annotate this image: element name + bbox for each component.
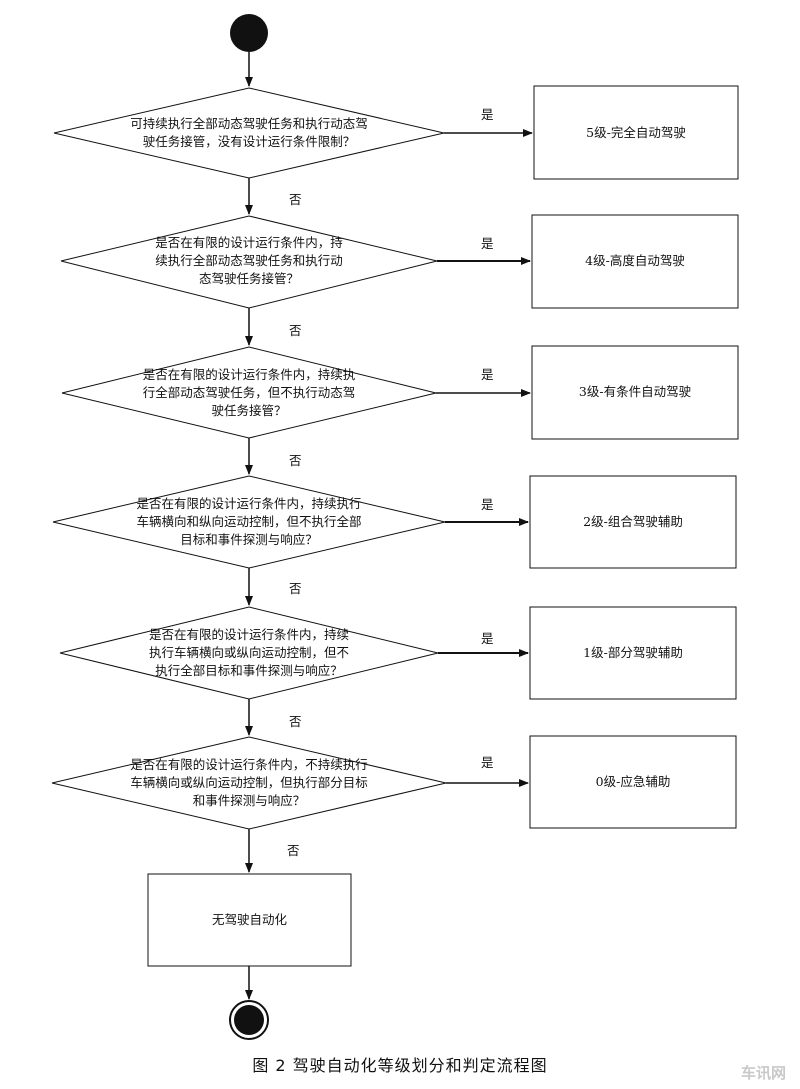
no-label-2: 否 (289, 323, 302, 338)
yes-label-4: 是 (481, 497, 494, 512)
no-label-4: 否 (289, 581, 302, 596)
no-label-3: 否 (289, 453, 302, 468)
yes-label-5: 是 (481, 631, 494, 646)
no-label-5: 否 (289, 714, 302, 729)
decision-text-1: 可持续执行全部动态驾驶任务和执行动态驾 驶任务接管，没有设计运行条件限制？ (130, 116, 368, 149)
level-label-6: 0级-应急辅助 (595, 774, 671, 789)
yes-label-3: 是 (481, 367, 494, 382)
decision-text-5: 是否在有限的设计运行条件内，持续 执行车辆横向或纵向运动控制，但不 执行全部目标… (148, 627, 349, 678)
end-node-dot (234, 1005, 264, 1035)
level-box-6 (529, 735, 737, 829)
level-box-4 (529, 475, 737, 569)
level-box-2 (531, 214, 739, 309)
decision-text-4: 是否在有限的设计运行条件内，持续执行 车辆横向和纵向运动控制，但不执行全部 目标… (136, 496, 362, 547)
decision-text-2: 是否在有限的设计运行条件内，持 续执行全部动态驾驶任务和执行动 态驾驶任务接管？ (155, 235, 343, 286)
no-label-6: 否 (287, 843, 300, 858)
decision-text-3: 是否在有限的设计运行条件内，持续执 行全部动态驾驶任务，但不执行动态驾 驶任务接… (142, 367, 356, 418)
yes-label-1: 是 (481, 107, 494, 122)
level-label-2: 4级-高度自动驾驶 (585, 253, 685, 268)
figure-caption: 图 2 驾驶自动化等级划分和判定流程图 (252, 1056, 548, 1075)
final-box-label: 无驾驶自动化 (211, 912, 287, 927)
yes-label-6: 是 (481, 755, 494, 770)
level-label-5: 1级-部分驾驶辅助 (583, 645, 683, 660)
level-label-3: 3级-有条件自动驾驶 (578, 384, 692, 399)
level-box-1 (533, 85, 739, 180)
level-box-5 (529, 606, 737, 700)
level-label-4: 2级-组合驾驶辅助 (583, 514, 683, 529)
final-box (147, 873, 352, 967)
yes-label-2: 是 (481, 236, 494, 251)
no-label-1: 否 (289, 192, 302, 207)
start-node (230, 14, 268, 52)
level-label-1: 5级-完全自动驾驶 (586, 125, 686, 140)
level-box-3 (531, 345, 739, 440)
watermark-logo: 车讯网 (740, 1064, 786, 1082)
decision-text-6: 是否在有限的设计运行条件内，不持续执行 车辆横向或纵向运动控制，但执行部分目标 … (130, 757, 368, 808)
